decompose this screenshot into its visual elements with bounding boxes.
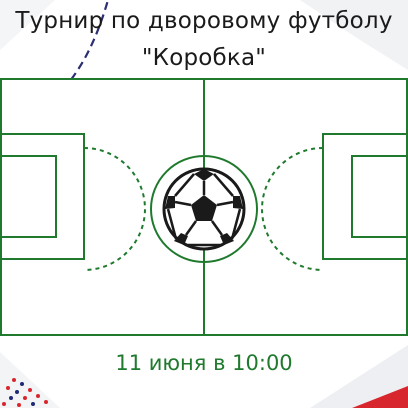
football-pitch	[0, 78, 408, 336]
right-goal-box	[351, 155, 408, 238]
poster-title-line-1: Турнир по дворовому футболу	[15, 8, 393, 34]
soccer-ball-icon	[162, 167, 246, 251]
poster-title-line-2: "Коробка"	[141, 45, 267, 71]
grey-shape-bottom-right	[310, 345, 408, 408]
grey-shape-top-left	[0, 0, 55, 50]
left-penalty-arc	[83, 147, 146, 271]
red-shape-bottom-right	[352, 386, 408, 408]
right-penalty-arc	[261, 147, 324, 271]
event-date: 11 июня в 10:00	[115, 351, 293, 375]
grey-shape-bottom-left	[0, 352, 60, 408]
center-circle	[150, 155, 258, 263]
dot-cluster-bottom-left	[2, 378, 48, 407]
left-goal-box	[0, 155, 57, 238]
grey-shape-top-right	[300, 0, 408, 70]
